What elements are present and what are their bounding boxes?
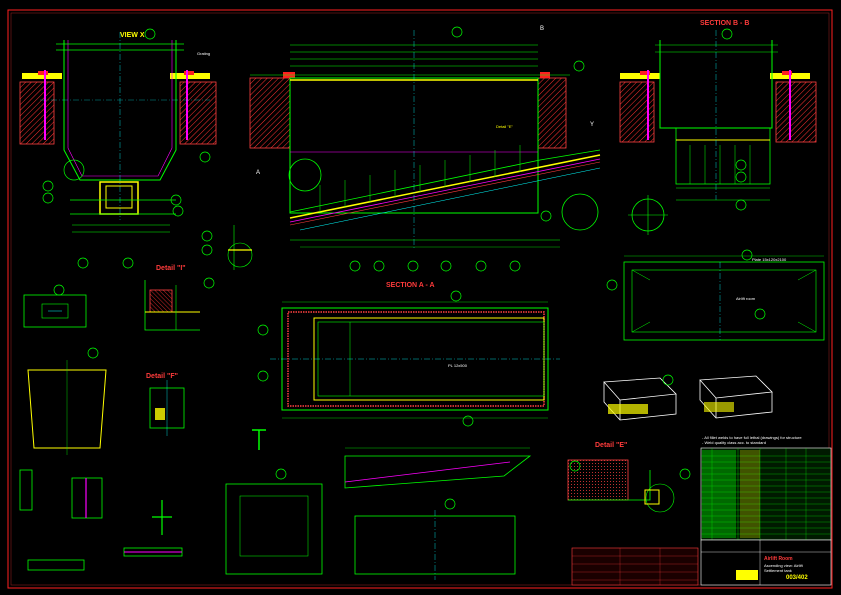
title-block — [571, 539, 832, 586]
section-mark-a: A — [256, 170, 261, 176]
parts-list — [700, 447, 832, 541]
section-a-a — [270, 301, 560, 419]
detail-f-title: Detail "F" — [146, 373, 178, 380]
section-mark-y: Y — [590, 122, 595, 128]
balloons — [42, 26, 766, 510]
lower-parts — [225, 447, 675, 580]
section-a-title: SECTION A - A — [386, 282, 435, 289]
plate-ref-label: Plate 15x120x2100 — [752, 257, 787, 262]
airlift-room-label: Airlift room — [736, 296, 756, 301]
section-label: PL 12x500 — [448, 363, 467, 368]
detail-e-title: Detail "E" — [595, 442, 628, 449]
isometric-views — [603, 375, 773, 421]
detail-i-title: Detail "I" — [156, 265, 186, 272]
section-mark-b: B — [540, 26, 545, 32]
plan-view-right — [623, 255, 825, 341]
view-x-title: VIEW X — [120, 32, 145, 39]
main-elevation — [227, 30, 601, 270]
detail-e-callout: Detail "E" — [496, 124, 513, 129]
grating-label: Grating — [197, 51, 211, 56]
sheet-border — [7, 9, 833, 589]
detail-views-left — [19, 280, 266, 571]
title-drawing: Ascending view: Airlift — [764, 563, 803, 568]
section-b-b — [619, 30, 817, 235]
notes-line-1: - All fillet welds to have full lethal (… — [702, 435, 802, 440]
view-x — [19, 32, 217, 233]
title-sub: Settlement tank — [764, 568, 792, 573]
sheet-inner-border — [10, 12, 830, 586]
title-number: 003/402 — [786, 575, 808, 581]
notes-line-2: - Weld quality class acc. to standard — [702, 440, 766, 445]
title-company: Airlift Room — [764, 556, 793, 562]
section-b-title: SECTION B - B — [700, 20, 750, 27]
